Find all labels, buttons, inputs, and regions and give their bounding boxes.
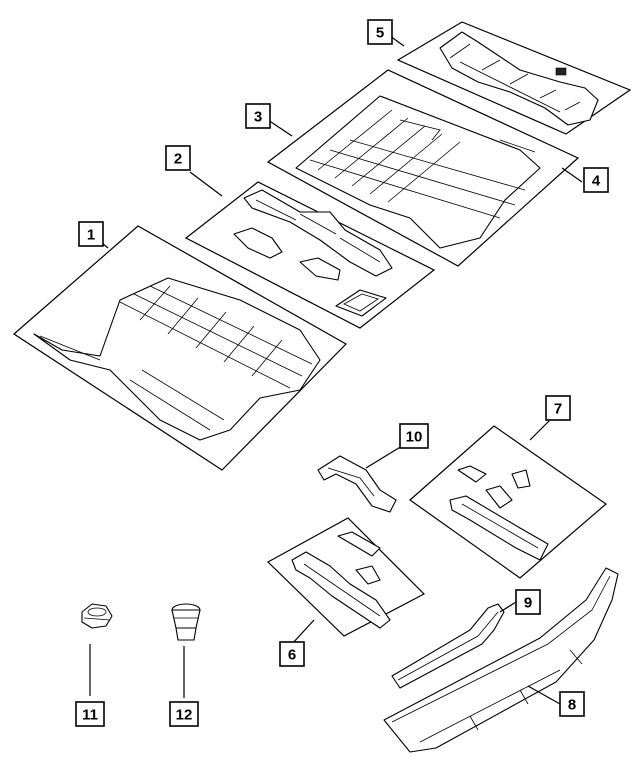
callout-9-label: 9 [524, 595, 532, 612]
callout-10: 10 [399, 423, 429, 449]
callout-1-label: 1 [87, 227, 95, 244]
callout-10-label: 10 [406, 429, 423, 446]
callout-4: 4 [583, 167, 609, 193]
callout-2-label: 2 [174, 151, 182, 168]
panel-5 [396, 21, 632, 135]
callout-6-label: 6 [288, 647, 296, 664]
callout-3: 3 [245, 103, 271, 129]
leader-lines [89, 35, 583, 705]
panel-2 [184, 181, 436, 329]
panel-3-4 [266, 69, 580, 267]
callout-8-label: 8 [568, 697, 576, 714]
panel-1 [13, 225, 347, 471]
callout-6: 6 [279, 641, 305, 667]
callout-3-label: 3 [254, 109, 262, 126]
callout-11: 11 [75, 701, 105, 727]
callout-5-label: 5 [376, 25, 384, 42]
callout-7: 7 [545, 395, 571, 421]
callout-1: 1 [78, 221, 104, 247]
callout-5: 5 [367, 19, 393, 45]
part-8 [383, 567, 619, 753]
callout-2: 2 [165, 145, 191, 171]
callout-8: 8 [559, 691, 585, 717]
callout-7-label: 7 [554, 401, 562, 418]
part-11-nut [81, 603, 113, 629]
callout-12-label: 12 [176, 707, 193, 724]
part-9 [391, 603, 505, 689]
callout-11-label: 11 [82, 707, 98, 724]
callout-9: 9 [515, 589, 541, 615]
callout-12: 12 [169, 701, 199, 727]
panel-6 [267, 517, 426, 637]
part-12-bumper [171, 603, 201, 641]
panel-7 [409, 425, 607, 579]
part-10 [317, 455, 397, 513]
callout-4-label: 4 [592, 173, 601, 190]
